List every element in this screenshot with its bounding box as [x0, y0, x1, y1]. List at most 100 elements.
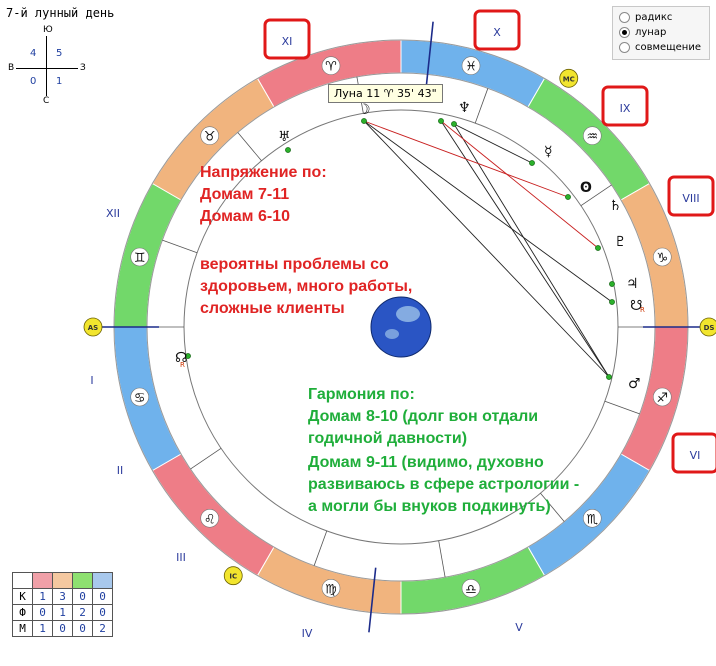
ic-badge-label: IC	[229, 573, 237, 581]
sign-badge	[321, 56, 341, 76]
planet-dot	[609, 299, 615, 305]
tension-line-1: Домам 7-11	[200, 186, 290, 203]
planet-dot	[606, 374, 612, 380]
dsc-badge-label: DS	[704, 324, 715, 332]
aspect-count-cell: 2	[92, 620, 113, 637]
sign-badge	[461, 56, 481, 76]
aspect-line	[363, 120, 613, 303]
pluto-glyph: ♇	[614, 234, 627, 250]
aspect-type-label: М	[12, 620, 33, 637]
house-number-label: IX	[620, 102, 631, 115]
aspect-count-cell: 0	[32, 604, 53, 621]
aspect-count-cell: 2	[72, 604, 93, 621]
planet-dot	[361, 118, 367, 124]
south_node-glyph: ☋	[630, 298, 642, 314]
mars-glyph: ♂	[628, 376, 641, 392]
compass-horizontal-line	[16, 68, 78, 69]
jupiter-glyph: ♃	[626, 276, 639, 292]
sign-badge	[200, 126, 220, 146]
sign-badge	[130, 247, 150, 267]
house-number-label: X	[493, 26, 501, 39]
aspect-count-cell: 1	[32, 588, 53, 605]
uranus-glyph: ♅	[278, 129, 291, 145]
sign-badge	[652, 387, 672, 407]
sign-glyph: ♓	[465, 60, 477, 75]
globe-icon	[370, 296, 432, 358]
sign-badge	[582, 508, 602, 528]
house-number-label: V	[515, 621, 523, 634]
aspect-line	[440, 120, 599, 249]
mode-option-2[interactable]: совмещение	[619, 40, 701, 54]
north_node-glyph: ☊	[175, 350, 187, 366]
sun-glyph: ʘ	[580, 180, 592, 196]
compass-q4: 1	[56, 76, 63, 87]
harmony-line-2: годичной давности)	[308, 430, 468, 447]
compass-vertical-line	[46, 36, 47, 96]
house-number-label: XI	[282, 35, 293, 48]
mc-badge	[559, 68, 579, 88]
house-highlight-box	[671, 432, 716, 474]
planet-dot	[185, 353, 191, 359]
ic-badge	[223, 566, 243, 586]
aspect-count-cell: 1	[32, 620, 53, 637]
radio-button[interactable]	[619, 11, 630, 23]
mode-option-0[interactable]: радикс	[619, 10, 672, 24]
sign-glyph: ♊	[134, 251, 146, 266]
house-highlight-box	[601, 85, 649, 127]
sign-badge	[461, 578, 481, 598]
table-corner	[12, 572, 33, 589]
problems-line-3: сложные клиенты	[200, 300, 345, 317]
aspect-line	[453, 123, 610, 378]
angle-axis-line	[368, 567, 377, 633]
element-color-header	[92, 572, 113, 589]
planet-dot	[565, 194, 571, 200]
aspect-count-cell: 0	[72, 588, 93, 605]
aspect-type-label: Ф	[12, 604, 33, 621]
tension-title: Напряжение по:	[200, 164, 327, 181]
sign-glyph: ♈	[325, 60, 337, 75]
planet-dot	[451, 121, 457, 127]
asc-badge-label: AS	[88, 324, 98, 332]
globe-land	[385, 329, 399, 339]
house-highlight-box	[667, 175, 715, 217]
harmony-line-1: Домам 8-10 (долг вон отдали	[308, 408, 539, 425]
sign-glyph: ♑	[656, 251, 668, 266]
aspect-line	[363, 120, 569, 198]
problems-line-2: здоровьем, много работы,	[200, 278, 413, 295]
dsc-badge	[699, 317, 716, 337]
compass-q1: 4	[30, 48, 37, 59]
aspect-count-cell: 0	[92, 588, 113, 605]
aspect-line	[440, 120, 610, 378]
planet-dot	[529, 160, 535, 166]
angle-axis-line	[425, 21, 434, 87]
compass-east: З	[80, 63, 86, 73]
radio-button[interactable]	[619, 41, 630, 53]
house-cusp-line	[237, 132, 262, 162]
aspect-line	[363, 120, 610, 378]
sign-badge	[200, 508, 220, 528]
house-number-label: I	[90, 374, 93, 387]
compass-north: Ю	[43, 25, 53, 35]
harmony-line-5: а могли бы внуков подкинуть)	[308, 498, 551, 515]
sign-glyph: ♐	[656, 391, 668, 406]
neptune-glyph: ♆	[458, 100, 471, 116]
compass-west: В	[8, 63, 15, 73]
house-number-label: VI	[690, 449, 701, 462]
mode-option-label: радикс	[635, 11, 673, 23]
element-color-header	[32, 572, 53, 589]
lunar-day-label: 7-й лунный день	[6, 6, 115, 20]
compass-widget: Ю С В З 4 5 0 1	[4, 25, 88, 108]
radio-button[interactable]	[619, 26, 630, 38]
mode-option-1[interactable]: лунар	[619, 25, 666, 39]
sign-badge	[130, 387, 150, 407]
globe-land	[396, 306, 420, 322]
moon-position-tooltip: Луна 11 ♈ 35' 43"	[328, 84, 443, 103]
house-cusp-line	[190, 448, 222, 470]
compass-south: С	[43, 96, 50, 106]
house-cusp-line	[580, 184, 612, 206]
compass-q3: 0	[30, 76, 37, 87]
sign-glyph: ♍	[325, 582, 337, 597]
aspect-count-cell: 0	[92, 604, 113, 621]
